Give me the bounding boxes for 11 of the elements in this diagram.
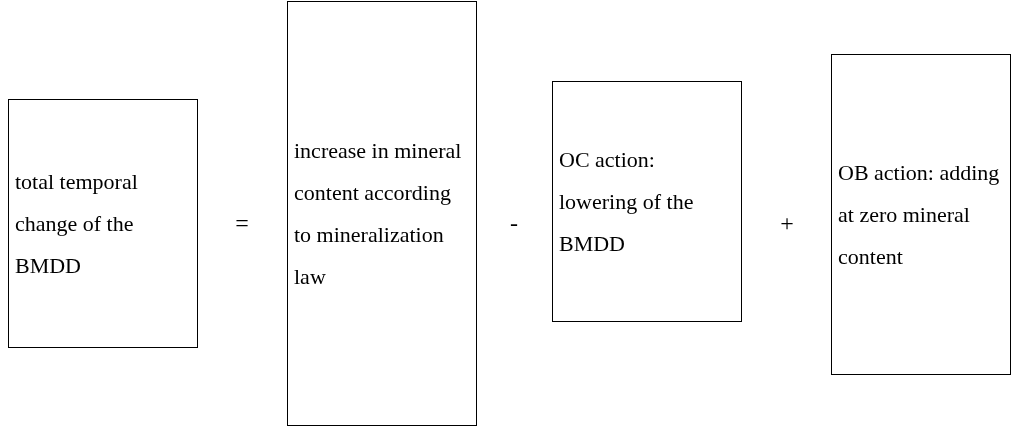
box-text: increase in mineral content according to mineralization law [294, 136, 463, 291]
box-text: OB action: adding at zero mineral content [838, 158, 1001, 271]
text-box [552, 81, 742, 322]
operator-sign: - [510, 209, 518, 238]
operator-sign: = [235, 209, 249, 238]
text-box [8, 99, 198, 348]
operator-sign: + [780, 209, 794, 238]
text-box [287, 1, 477, 426]
box-text: OC action: lowering of the BMDD [559, 145, 695, 258]
box-text: total temporal change of the BMDD [15, 167, 139, 280]
text-box [831, 54, 1011, 375]
